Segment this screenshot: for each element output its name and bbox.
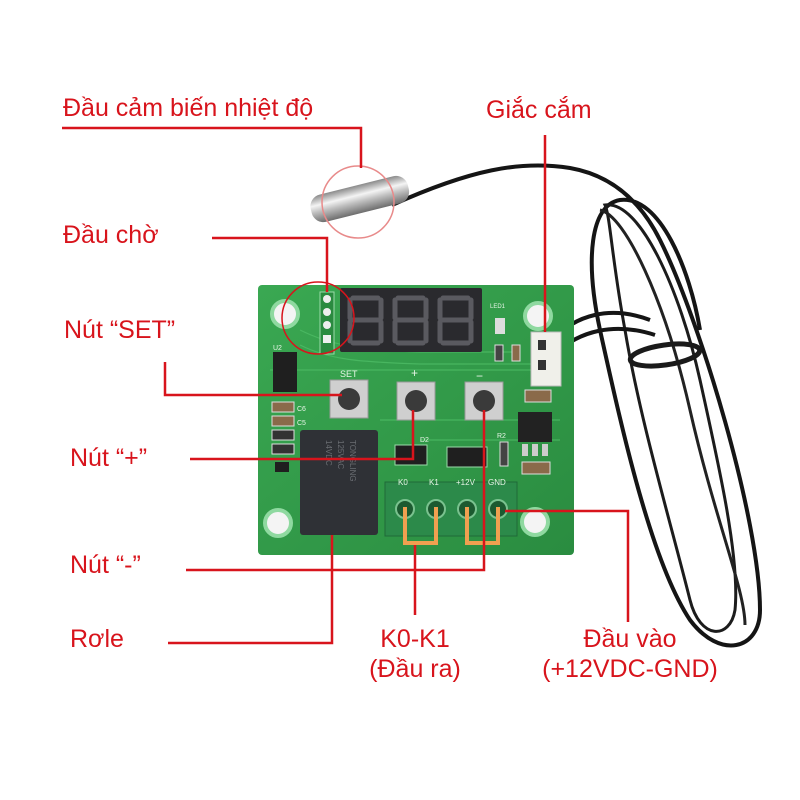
silk-k1: K1 (429, 478, 439, 487)
tactile-buttons (329, 379, 504, 421)
label-output-line2: (Đầu ra) (369, 655, 461, 683)
display-digits (347, 295, 474, 346)
silk-c6: C6 (297, 406, 306, 413)
smd-components-left (271, 401, 295, 472)
silk-u2: U2 (273, 345, 282, 352)
leader-standby (212, 236, 329, 292)
silk-gnd: GND (488, 478, 506, 487)
label-standby: Đầu chờ (63, 221, 159, 249)
sensor-cable-loop-2 (599, 208, 747, 626)
label-socket: Giắc cắm (486, 96, 592, 124)
label-relay: Rơle (70, 625, 124, 653)
silk-set: SET (340, 369, 358, 379)
leader-set (163, 362, 342, 397)
standby-highlight-circle (281, 281, 355, 355)
diode-d2 (394, 444, 428, 466)
leader-sensor (62, 126, 363, 168)
sensor-highlight-circle (321, 165, 395, 239)
capacitor-c2 (524, 389, 552, 403)
svg-text:TONGLING: TONGLING (348, 440, 357, 482)
capacitor-c3 (511, 344, 521, 362)
leader-plus (190, 410, 415, 461)
silk-led1: LED1 (490, 304, 506, 310)
silk-k0: K0 (398, 478, 408, 487)
silk-12v: +12V (456, 478, 476, 487)
standby-header (319, 291, 335, 355)
leader-relay (168, 535, 334, 645)
label-output: K0-K1 (Đầu ra) (345, 624, 485, 684)
leader-lines (62, 126, 630, 645)
silk-plus: + (411, 366, 418, 380)
label-input-line2: (+12VDC-GND) (542, 655, 718, 683)
silk-r2: R2 (497, 433, 506, 440)
relay (300, 430, 378, 535)
regulator-pin (542, 444, 548, 456)
svg-text:14VDC: 14VDC (324, 440, 333, 466)
input-jumper (465, 507, 500, 545)
socket-pin (538, 360, 546, 370)
leader-minus (186, 410, 486, 572)
silk-c5: C5 (297, 420, 306, 427)
label-input: Đầu vào (+12VDC-GND) (515, 624, 745, 684)
diode-d (446, 446, 488, 468)
leader-input (505, 509, 630, 622)
svg-text:125VAC: 125VAC (336, 440, 345, 469)
relay-markings: TONGLING 125VAC 14VDC (324, 440, 357, 482)
regulator-pin (532, 444, 538, 456)
label-plus-button: Nút “+” (70, 444, 148, 472)
output-jumper (403, 507, 438, 545)
ic-chip-u2 (273, 352, 297, 392)
capacitor-c1 (521, 461, 551, 475)
cable-tie (627, 341, 703, 369)
label-input-line1: Đầu vào (583, 625, 677, 653)
resistor-d1 (494, 344, 504, 362)
label-output-line1: K0-K1 (380, 625, 450, 653)
socket-pin (538, 340, 546, 350)
sensor-cable-loop (602, 203, 738, 633)
regulator-u1 (518, 412, 552, 442)
silk-minus: − (476, 369, 483, 383)
label-sensor: Đầu cảm biến nhiệt độ (63, 94, 314, 122)
label-set-button: Nút “SET” (64, 316, 176, 344)
led1 (495, 318, 505, 334)
regulator-pin (522, 444, 528, 456)
label-minus-button: Nút “-” (70, 551, 141, 579)
resistor-r2 (499, 441, 509, 467)
temperature-probe (310, 175, 410, 223)
silk-d2: D2 (420, 437, 429, 444)
